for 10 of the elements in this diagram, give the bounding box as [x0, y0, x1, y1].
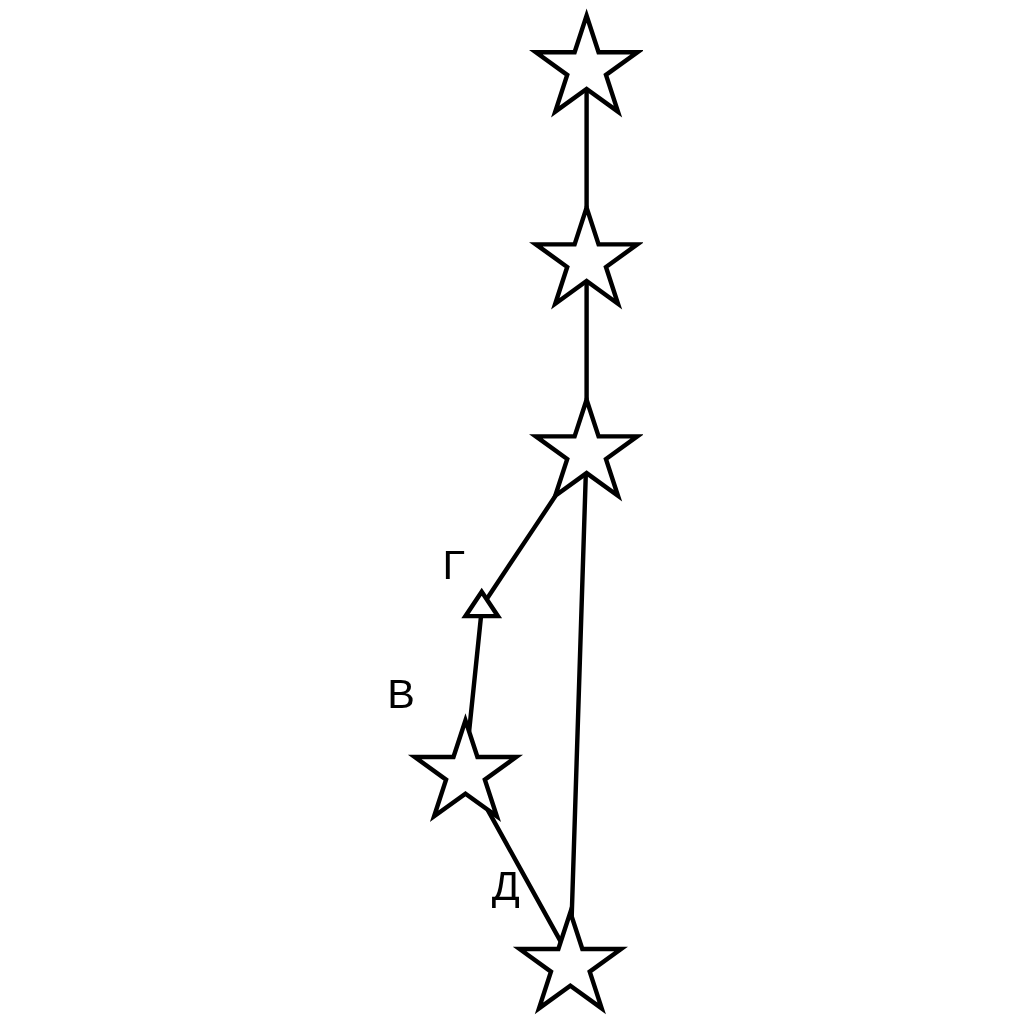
connector [466, 616, 484, 732]
node-star [407, 713, 524, 823]
node-star [529, 8, 643, 118]
connector [485, 494, 558, 600]
node-label: Д [491, 862, 520, 909]
connector [485, 808, 563, 943]
node-triangle [461, 587, 503, 619]
node-label: Г [442, 542, 465, 589]
connector [569, 473, 589, 917]
node-label: В [387, 670, 415, 717]
